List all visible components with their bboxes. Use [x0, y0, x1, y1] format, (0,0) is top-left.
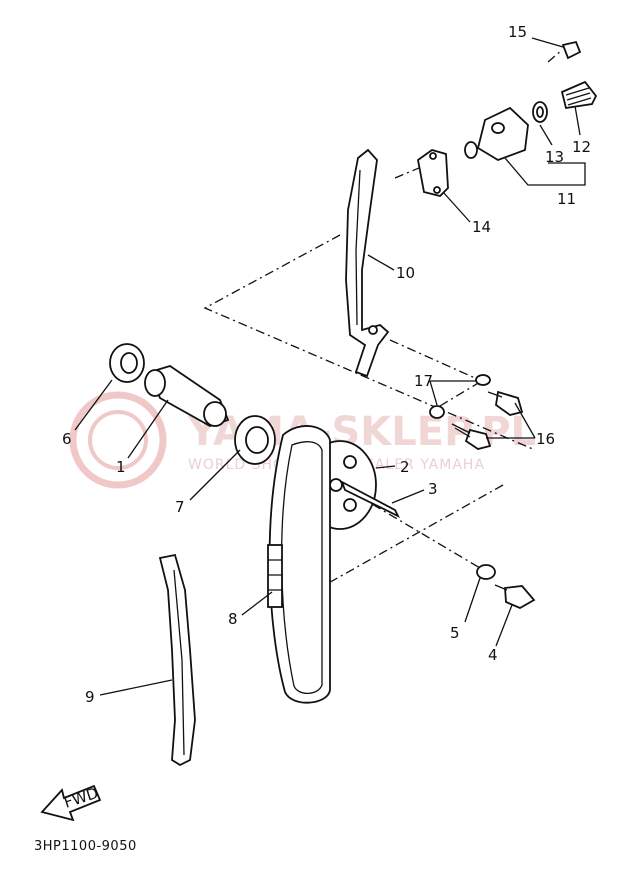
callout-3: 3	[428, 480, 438, 498]
diagram-code: 3HP1100-9050	[34, 839, 137, 854]
camshaft	[144, 365, 230, 427]
leader-lines	[74, 37, 586, 696]
guide-bolts	[429, 374, 524, 450]
callout-numbers: 15 12 13 11 14 10 17 16 6 1 7 2 3 8 5 4 …	[62, 23, 591, 706]
callout-2: 2	[400, 458, 410, 476]
callout-12: 12	[572, 138, 591, 156]
callout-15: 15	[508, 23, 527, 41]
callout-10: 10	[396, 264, 415, 282]
gasket	[417, 149, 449, 197]
callout-4: 4	[488, 646, 498, 664]
watermark-logo	[69, 391, 167, 489]
callout-5: 5	[450, 624, 460, 642]
callout-16: 16	[536, 430, 555, 448]
callout-14: 14	[472, 218, 491, 236]
forward-arrow-icon: FWD	[40, 784, 102, 822]
bearing-large	[234, 415, 276, 465]
bearing-small	[109, 343, 145, 383]
dowel-pin	[340, 480, 400, 518]
callout-13: 13	[545, 148, 564, 166]
callout-1: 1	[116, 458, 126, 476]
chain-guide-upper	[345, 148, 390, 378]
cam-chain	[267, 425, 331, 704]
chain-guide-lower	[158, 553, 196, 767]
callout-17: 17	[414, 372, 433, 390]
tensioner-assembly	[464, 40, 598, 161]
callout-6: 6	[62, 430, 72, 448]
callout-8: 8	[228, 610, 238, 628]
callout-7: 7	[175, 498, 185, 516]
callout-9: 9	[85, 688, 95, 706]
callout-11: 11	[557, 190, 576, 208]
sprocket-bolt	[476, 564, 536, 610]
